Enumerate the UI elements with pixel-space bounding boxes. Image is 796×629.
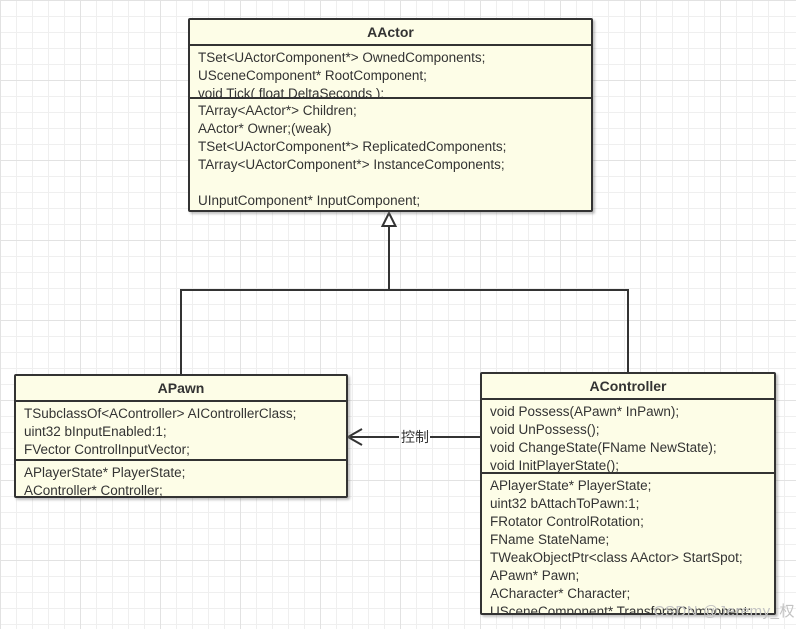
member-line (198, 174, 583, 192)
member-line: uint32 bAttachToPawn:1; (490, 496, 640, 511)
member-line: AActor* Owner;(weak) (198, 121, 332, 136)
member-line: TSubclassOf<AController> AIControllerCla… (24, 406, 297, 421)
member-line: uint32 bInputEnabled:1; (24, 424, 167, 439)
member-line: void Tick( float DeltaSeconds ); (198, 86, 385, 97)
class-title: AController (589, 378, 667, 394)
member-line: FRotator ControlRotation; (490, 514, 644, 529)
member-line: TWeakObjectPtr<class AActor> StartSpot; (490, 550, 743, 565)
class-compartment-members: TArray<AActor*> Children; AActor* Owner;(… (190, 97, 591, 210)
member-line: FVector ControlInputVector; (24, 442, 190, 457)
class-title: AActor (367, 24, 414, 40)
class-node-apawn: APawn TSubclassOf<AController> AIControl… (14, 374, 348, 498)
hollow-triangle-arrowhead-icon (380, 210, 398, 227)
member-line: USceneComponent* RootComponent; (198, 68, 427, 83)
member-line: void ChangeState(FName NewState); (490, 440, 717, 455)
member-line: UInputComponent* InputComponent; (198, 193, 421, 208)
class-node-aactor: AActor TSet<UActorComponent*> OwnedCompo… (188, 18, 593, 212)
member-line: void InitPlayerState(); (490, 458, 620, 472)
member-line: APlayerState* PlayerState; (490, 478, 652, 493)
inheritance-connector (180, 210, 629, 374)
member-line: FName StateName; (490, 532, 610, 547)
class-compartment-public: TSubclassOf<AController> AIControllerCla… (16, 400, 346, 459)
class-compartment-members: APlayerState* PlayerState; uint32 bAttach… (482, 472, 774, 613)
member-line: TSet<UActorComponent*> ReplicatedCompone… (198, 139, 507, 154)
member-line: void UnPossess(); (490, 422, 600, 437)
control-edge-label: 控制 (401, 429, 429, 445)
member-line: APawn* Pawn; (490, 568, 580, 583)
member-line: AController* Controller; (24, 483, 163, 496)
class-compartment-members: APlayerState* PlayerState; AController* C… (16, 459, 346, 496)
member-line: TArray<UActorComponent*> InstanceCompone… (198, 157, 505, 172)
member-line: TSet<UActorComponent*> OwnedComponents; (198, 50, 486, 65)
class-compartment-public: void Possess(APawn* InPawn); void UnPosse… (482, 398, 774, 472)
class-compartment-public: TSet<UActorComponent*> OwnedComponents; U… (190, 44, 591, 97)
member-line: APlayerState* PlayerState; (24, 465, 186, 480)
member-line: TArray<AActor*> Children; (198, 103, 357, 118)
member-line: USceneComponent* TransformComponent; (490, 604, 752, 613)
class-node-acontroller: AController void Possess(APawn* InPawn);… (480, 372, 776, 615)
member-line: ACharacter* Character; (490, 586, 631, 601)
member-line: void Possess(APawn* InPawn); (490, 404, 680, 419)
class-title: APawn (157, 380, 205, 396)
open-arrowhead-icon (345, 428, 363, 446)
watermark: CSDN @Jeremy_权 (653, 603, 795, 620)
